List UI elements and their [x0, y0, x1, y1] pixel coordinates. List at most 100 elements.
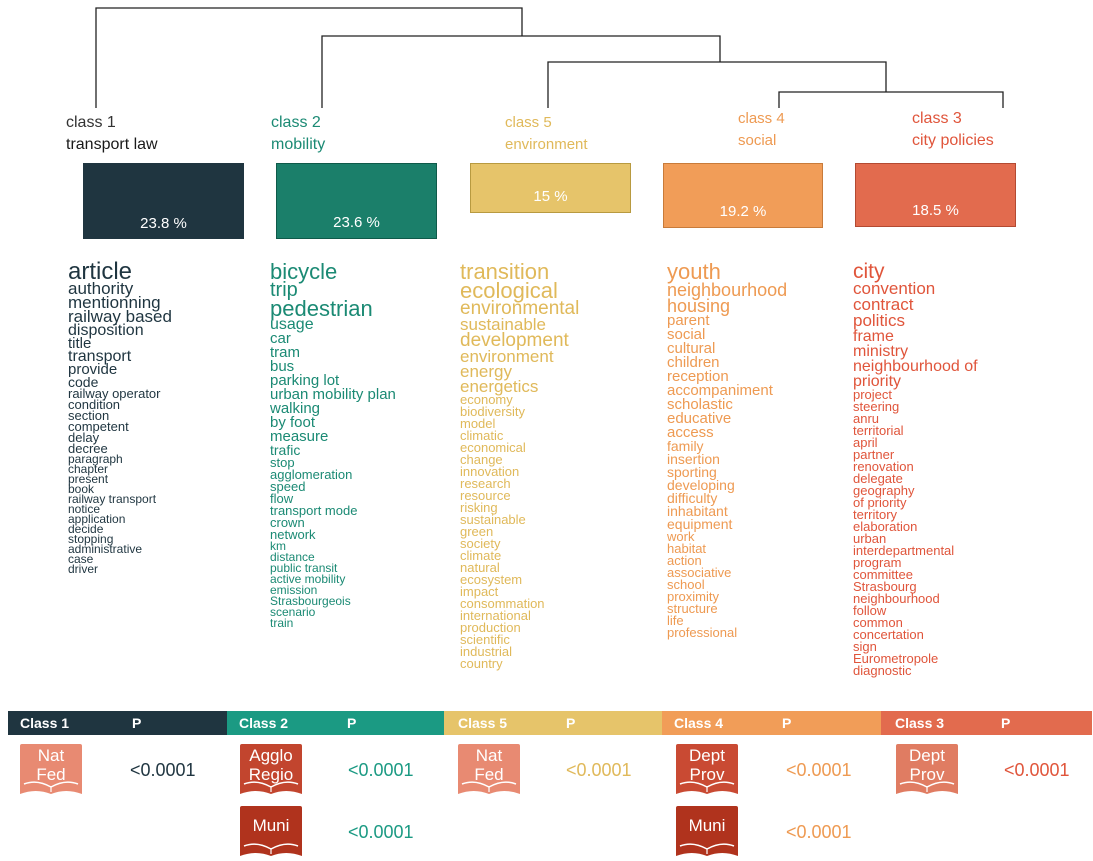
class-4-percent: 19.2 %	[719, 203, 767, 220]
word: neighbourhood	[853, 591, 940, 606]
word: environmental	[460, 298, 580, 319]
word: production	[460, 620, 521, 635]
book-label-line2: Fed	[474, 765, 504, 784]
book-label-line1: Nat	[37, 746, 65, 765]
dendrogram	[95, 7, 1004, 108]
word: politics	[853, 311, 905, 330]
word: scenario	[270, 605, 316, 619]
word: school	[667, 577, 705, 592]
class-1-title: transport law	[66, 136, 158, 153]
table-header-class-5-label: Class 5	[458, 715, 508, 731]
p-value: <0.0001	[348, 760, 414, 780]
word: natural	[460, 560, 500, 575]
book-label-line1: Dept	[689, 746, 725, 765]
p-value: <0.0001	[130, 760, 196, 780]
table-header-class-1-label: Class 1	[20, 715, 70, 731]
table-header-class-2-p: P	[347, 715, 357, 731]
word: stop	[270, 455, 295, 470]
word: project	[853, 387, 893, 402]
word: frame	[853, 328, 894, 345]
word: bus	[270, 358, 295, 375]
table-header-class-3: Class 3 P	[881, 711, 1092, 735]
word: railway based	[68, 307, 172, 326]
book-icon: Muni	[676, 806, 738, 856]
word: code	[68, 374, 99, 390]
word: common	[853, 615, 903, 630]
class-1-percent-box: 23.8 %	[83, 163, 244, 239]
class-2-title: mobility	[271, 136, 326, 153]
word: proximity	[667, 589, 720, 604]
word: decree	[68, 441, 108, 456]
table-header-class-1: Class 1 P	[8, 711, 227, 735]
word: territorial	[853, 423, 904, 438]
class-4-name: class 4	[738, 110, 785, 127]
book-label-line1: Muni	[252, 816, 290, 835]
word: change	[460, 452, 503, 467]
word: territory	[853, 507, 898, 522]
word: inhabitant	[667, 503, 728, 519]
book-label-line1: Dept	[909, 746, 945, 765]
class-2-label: class 2 mobility	[271, 112, 325, 156]
word: anru	[853, 411, 880, 426]
word: work	[667, 529, 695, 544]
word: agglomeration	[270, 467, 353, 482]
word: geography	[853, 483, 915, 498]
class-1-label: class 1 transport law	[66, 112, 158, 156]
word: pedestrian	[270, 296, 373, 321]
word: reception	[667, 368, 729, 385]
class-3-percent-box: 18.5 %	[855, 163, 1016, 227]
word: economical	[460, 440, 526, 455]
word: public transit	[270, 561, 338, 575]
word: stopping	[68, 532, 114, 546]
class-2-percent: 23.6 %	[333, 214, 380, 231]
word: energy	[460, 362, 512, 381]
class-5-percent-box: 15 %	[470, 163, 631, 213]
table-header-class-4: Class 4 P	[662, 711, 881, 735]
word: structure	[667, 601, 718, 616]
word: speed	[270, 479, 306, 494]
word: scholastic	[667, 396, 733, 413]
word: accompaniment	[667, 382, 773, 399]
word: urban	[853, 531, 887, 546]
word: authority	[68, 279, 134, 298]
book-label-line2: Fed	[36, 765, 66, 784]
table-header-class-5: Class 5 P	[444, 711, 662, 735]
word: case	[68, 552, 94, 566]
word: country	[460, 656, 503, 671]
book-label-line2: Prov	[689, 765, 725, 784]
class-5-name: class 5	[505, 114, 552, 131]
word: resource	[460, 488, 511, 503]
word: delay	[68, 430, 100, 445]
book-label-line1: Nat	[475, 746, 503, 765]
word: concertation	[853, 627, 924, 642]
word: action	[667, 553, 702, 568]
word: innovation	[460, 464, 520, 479]
word: family	[667, 438, 704, 454]
word: youth	[667, 259, 721, 284]
word: train	[270, 616, 294, 630]
word: ecosystem	[460, 572, 523, 587]
p-value: <0.0001	[1004, 760, 1070, 780]
word: administrative	[68, 542, 143, 556]
word: network	[270, 527, 316, 542]
word: development	[460, 330, 569, 351]
book-label-line2: Regio	[248, 765, 294, 784]
word: provide	[68, 361, 118, 378]
word: city	[853, 260, 885, 283]
word: difficulty	[667, 490, 718, 506]
word: life	[667, 613, 684, 628]
word: tram	[270, 344, 300, 361]
word: contract	[853, 295, 914, 314]
word: sign	[853, 639, 877, 654]
word: urban mobility plan	[270, 386, 396, 403]
word: ministry	[853, 343, 909, 360]
word: priority	[853, 373, 902, 390]
word: insertion	[667, 451, 720, 467]
